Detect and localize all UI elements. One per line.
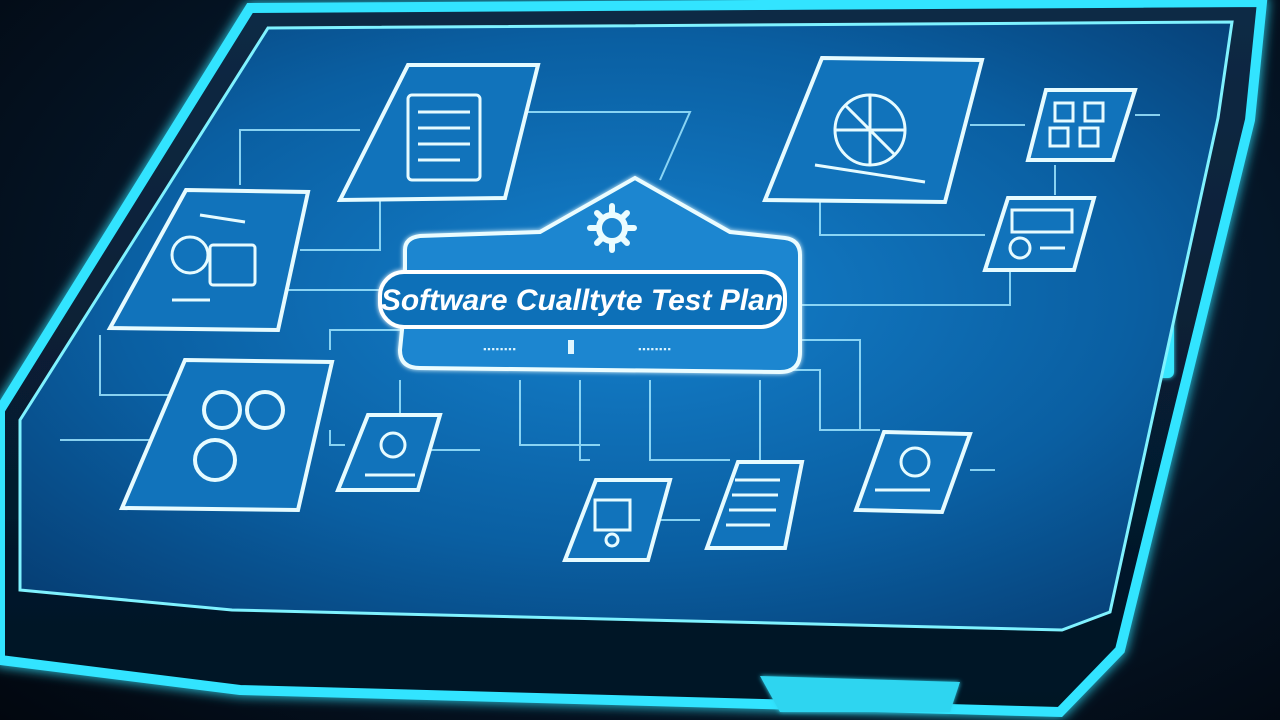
settings-icon [593,498,632,548]
list-icon [726,478,780,527]
settings-card [562,478,673,562]
people-card [118,357,335,513]
chart-card [762,55,985,205]
team-icon [1008,208,1074,260]
list-card [704,460,805,550]
document-card [336,63,541,203]
flowchart-card [106,187,311,333]
flowchart-icon [170,213,257,302]
user-icon [365,431,415,477]
stand-foot [760,676,960,712]
people-icon [193,390,285,482]
report-card [853,429,973,515]
document-icon [406,93,482,182]
subtitle-left: ▪▪▪▪▪▪▪▪ [483,344,517,354]
report-icon [875,446,931,492]
subtitle-right: ▪▪▪▪▪▪▪▪ [638,344,672,354]
subtitle-mark [568,340,574,354]
clipboard-icon [1048,101,1105,148]
title-cloud [378,175,802,375]
connector-lines [60,111,1160,521]
gear-icon [587,203,637,253]
clipboard-card [1025,88,1138,162]
title-pill [378,270,787,329]
team-card [982,196,1097,272]
user-card [335,413,443,492]
diagram-title: Software Cualltyte Test Plan [381,284,783,317]
chart-icon [814,93,926,184]
